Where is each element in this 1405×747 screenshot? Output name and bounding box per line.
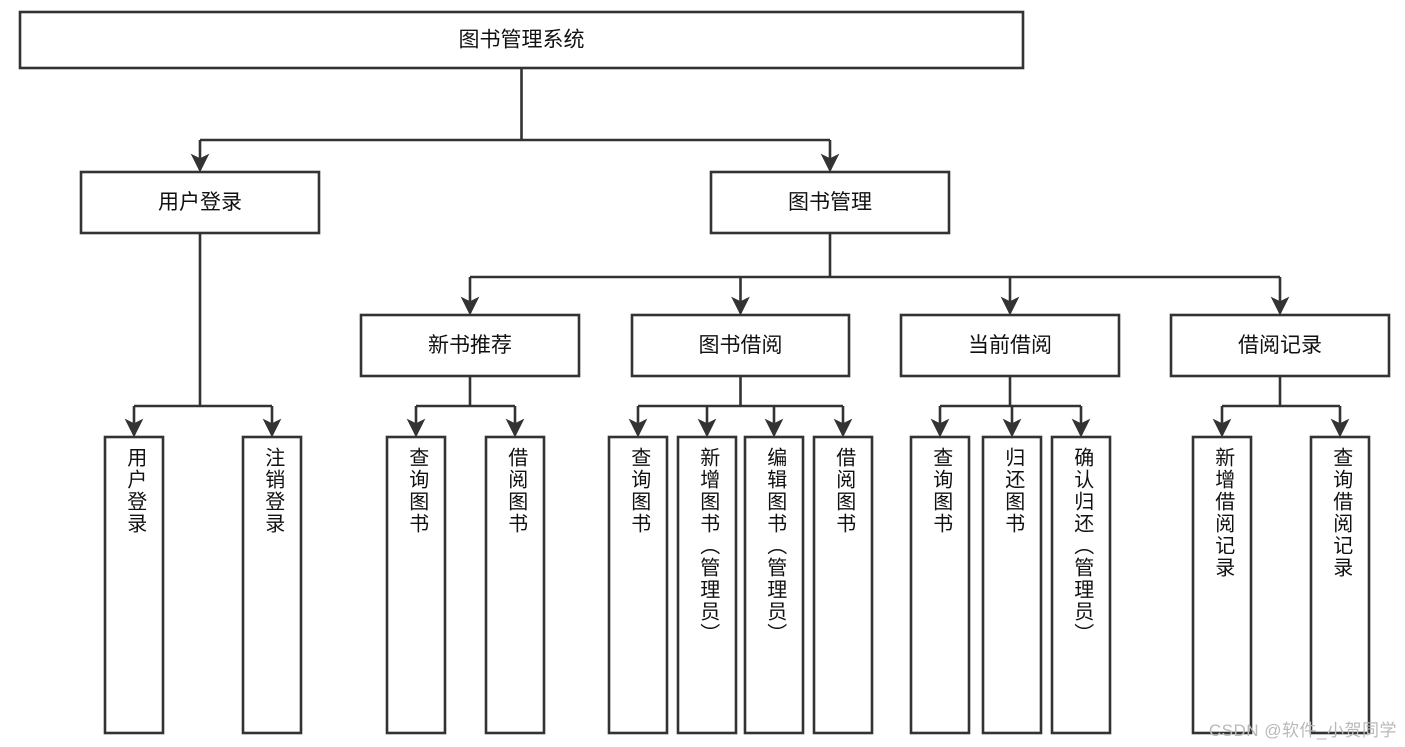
- node-level1-label-1: 图书管理: [788, 191, 872, 214]
- node-leaf-10[interactable]: [1050, 435, 1112, 735]
- node-level1-0[interactable]: [79, 170, 321, 235]
- node-leaf-2[interactable]: [385, 435, 447, 735]
- node-level2-label-0: 新书推荐: [428, 334, 512, 357]
- node-level2-label-3: 借阅记录: [1238, 334, 1322, 357]
- watermark: CSDN @软件_小贺同学: [1208, 721, 1397, 740]
- node-leaf-0[interactable]: [103, 435, 165, 735]
- node-level2-2[interactable]: [899, 313, 1121, 378]
- node-leaf-5[interactable]: [676, 435, 738, 735]
- node-level2-label-2: 当前借阅: [968, 334, 1052, 357]
- node-leaf-1[interactable]: [241, 435, 303, 735]
- node-leaf-6[interactable]: [743, 435, 805, 735]
- node-leaf-4[interactable]: [607, 435, 669, 735]
- node-leaf-8[interactable]: [909, 435, 971, 735]
- node-leaf-12[interactable]: [1309, 435, 1371, 735]
- node-root-label: 图书管理系统: [459, 29, 585, 52]
- connector-layer: [124, 68, 1350, 438]
- node-level1-label-0: 用户登录: [158, 191, 242, 214]
- node-level2-1[interactable]: [630, 313, 851, 378]
- node-root[interactable]: [18, 10, 1025, 70]
- node-leaf-7[interactable]: [812, 435, 874, 735]
- node-leaf-11[interactable]: [1191, 435, 1253, 735]
- node-level2-3[interactable]: [1169, 313, 1391, 378]
- node-layer: [18, 10, 1391, 735]
- node-level2-0[interactable]: [359, 313, 581, 378]
- node-leaf-9[interactable]: [981, 435, 1043, 735]
- node-leaf-3[interactable]: [484, 435, 546, 735]
- node-level1-1[interactable]: [709, 170, 951, 235]
- node-level2-label-1: 图书借阅: [699, 334, 783, 357]
